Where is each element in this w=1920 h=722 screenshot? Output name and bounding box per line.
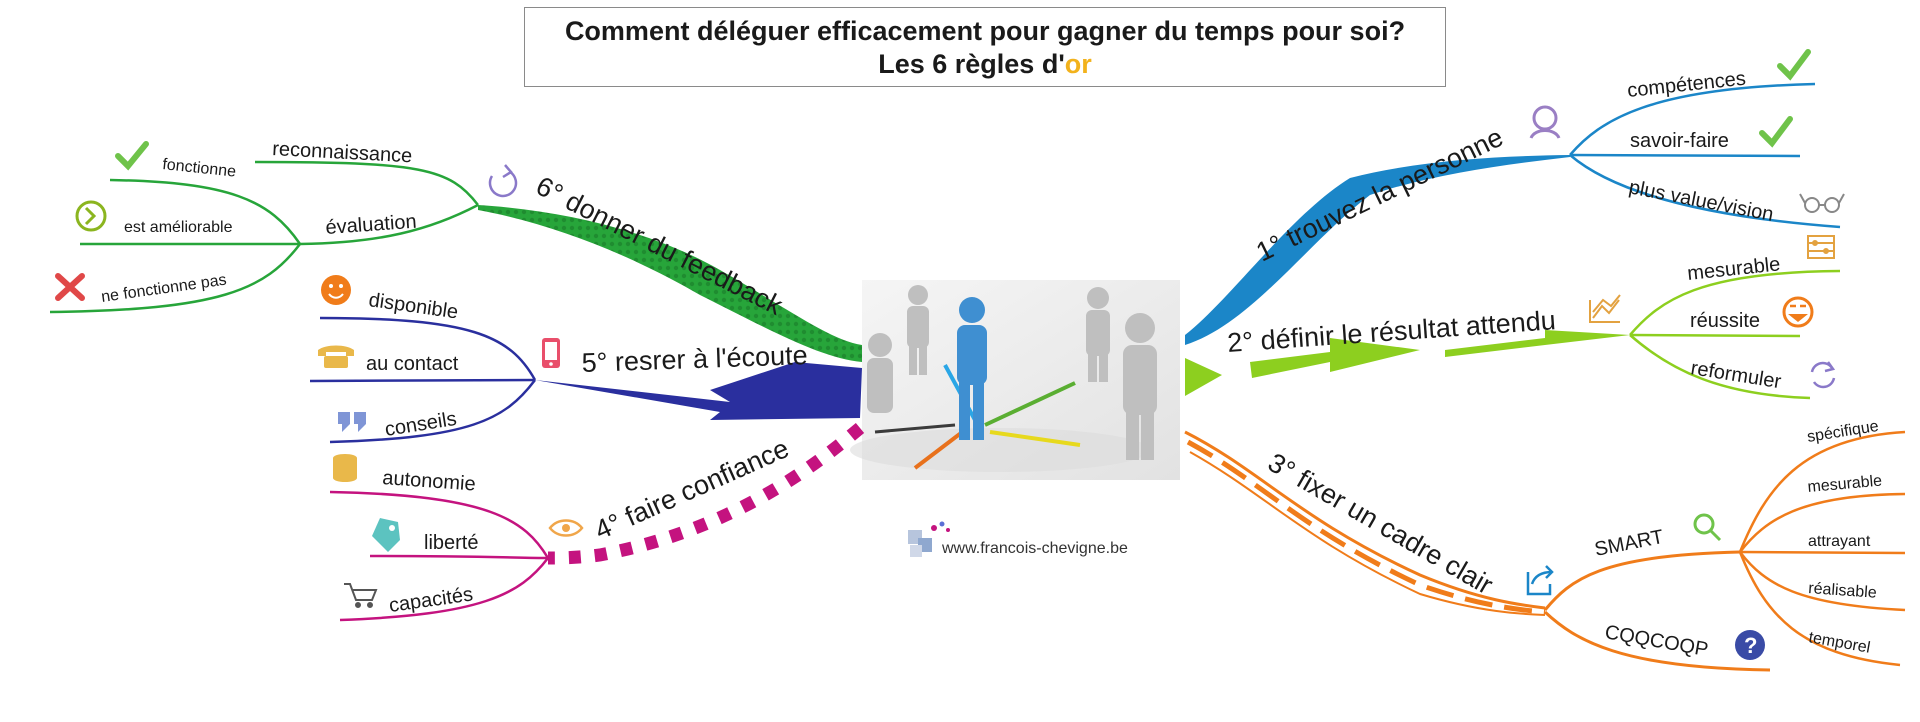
- branch-5-stroke: [535, 362, 862, 420]
- arrow-circle-icon: [75, 200, 107, 232]
- branch-1-child-3-label[interactable]: plus value/vision: [1627, 176, 1775, 226]
- svg-text:?: ?: [1744, 633, 1757, 658]
- branch-6-stroke: [478, 205, 862, 362]
- eye-icon: [548, 519, 584, 537]
- title-line-2: Les 6 règles d'or: [525, 48, 1445, 81]
- coins-icon: [333, 454, 357, 482]
- branch-5-child-2-line: [309, 378, 536, 383]
- blue-figure: [957, 297, 987, 440]
- grin-face-icon: [1782, 296, 1814, 328]
- branch-4-child-2-line: [369, 554, 549, 560]
- branch-3-line-c: [1189, 451, 1546, 616]
- branch-4: 4° faire confiance autonomie liberté cap…: [329, 423, 865, 622]
- branch-2-child-1-line: [1629, 269, 1841, 336]
- cart-icon: [344, 583, 378, 608]
- checkmark-icon: [115, 141, 149, 171]
- branch-2-child-2-label[interactable]: réussite: [1690, 310, 1760, 332]
- branch-6-label[interactable]: 6° donner du feedback: [531, 171, 787, 321]
- branch-1-child-2-line: [1569, 153, 1801, 158]
- smart-child-2-line: [1739, 492, 1906, 553]
- branch-1-child-1-line: [1569, 82, 1816, 156]
- checkmark-icon: [1759, 116, 1793, 148]
- smiley-icon: [321, 275, 351, 305]
- branch-1-stroke: [1185, 155, 1570, 345]
- branch-6-child-2-line: [299, 203, 479, 246]
- website-logo: [908, 521, 950, 557]
- title-line-2-prefix: Les 6 règles d': [878, 49, 1065, 79]
- smart-child-3-line: [1739, 550, 1906, 555]
- branch-4-child-1-label[interactable]: autonomie: [382, 467, 477, 495]
- green-arrow: [984, 381, 1076, 427]
- branch-3-line-a: [1184, 430, 1546, 610]
- branch-6-child-1-line: [254, 160, 479, 206]
- branch-3-child-1-label[interactable]: SMART: [1593, 526, 1666, 561]
- smart-child-5-line: [1738, 551, 1901, 667]
- magnifier-icon: [1693, 513, 1722, 542]
- branch-3-child-2-line: [1543, 610, 1771, 672]
- smart-child-1-label[interactable]: spécifique: [1806, 418, 1880, 446]
- branch-2-arrow-2: [1250, 338, 1420, 378]
- checkmark-icon: [1777, 49, 1811, 81]
- branch-5-child-3-line: [329, 379, 536, 444]
- grey-figures: [867, 285, 1157, 460]
- quote-icon: [338, 412, 366, 432]
- evaluation-child-2-label[interactable]: est améliorable: [124, 219, 233, 236]
- branch-3-line-b: [1186, 439, 1546, 615]
- orange-arrow: [913, 428, 967, 470]
- chart-icon: [1589, 294, 1621, 323]
- smart-child-4-label[interactable]: réalisable: [1808, 580, 1878, 602]
- evaluation-child-3-label[interactable]: ne fonctionne pas: [100, 272, 227, 306]
- mobile-phone-icon: [542, 338, 560, 368]
- tag-icon: [372, 518, 400, 552]
- yellow-arrow: [989, 430, 1081, 447]
- question-icon: ?: [1735, 630, 1765, 660]
- dark-arrow: [874, 423, 956, 434]
- smart-child-3-label[interactable]: attrayant: [1808, 533, 1871, 550]
- title-line-2-highlight: or: [1064, 49, 1092, 79]
- glasses-icon: [1799, 193, 1845, 213]
- branch-1-label[interactable]: 1° trouvez la personne: [1251, 122, 1507, 268]
- telephone-icon: [318, 345, 354, 368]
- website-url[interactable]: www.francois-chevigne.be: [941, 540, 1128, 557]
- cross-icon: [55, 273, 85, 301]
- branch-4-child-1-line: [329, 490, 550, 559]
- branch-1: 1° trouvez la personne compétences savoi…: [1185, 49, 1845, 345]
- branch-2-child-3-line: [1629, 334, 1811, 400]
- branch-1-child-3-line: [1569, 154, 1841, 229]
- branch-4-child-2-label[interactable]: liberté: [424, 532, 478, 554]
- refresh-icon: [1810, 361, 1836, 389]
- branch-5-child-2-label[interactable]: au contact: [366, 353, 459, 375]
- abacus-icon: [1807, 235, 1835, 259]
- share-box-icon: [1526, 565, 1554, 596]
- title-line-1: Comment déléguer efficacement pour gagne…: [564, 16, 1406, 46]
- branch-4-child-3-line: [339, 557, 549, 622]
- branch-2: 2° définir le résultat attendu mesurable…: [1185, 235, 1841, 400]
- branch-2-child-2-line: [1629, 333, 1801, 338]
- woman-avatar-icon: [1529, 105, 1561, 139]
- evaluation-child-1-line: [109, 178, 302, 245]
- smart-child-4-line: [1739, 551, 1906, 612]
- smart-child-2-label[interactable]: mesurable: [1807, 473, 1883, 496]
- evaluation-child-3-line: [49, 243, 301, 314]
- branch-3-child-2-label[interactable]: CQQCOQP: [1603, 621, 1710, 661]
- branch-6-child-2-label[interactable]: évaluation: [325, 211, 418, 239]
- branch-1-child-2-label[interactable]: savoir-faire: [1630, 130, 1729, 152]
- branch-3-child-1-line: [1543, 550, 1741, 611]
- branch-5-child-1-line: [319, 316, 537, 381]
- branch-4-stroke: [547, 423, 865, 565]
- title-box: Comment déléguer efficacement pour gagne…: [524, 7, 1446, 87]
- branch-2-arrow-3: [1445, 330, 1630, 357]
- branch-2-arrowhead-1: [1185, 358, 1222, 396]
- branch-3: 3° fixer un cadre clair SMART CQQCOQP ? …: [1184, 418, 1906, 672]
- cycle-icon: [488, 164, 518, 198]
- central-image: [850, 280, 1180, 480]
- smart-child-1-line: [1738, 430, 1906, 553]
- evaluation-child-1-label[interactable]: fonctionne: [162, 156, 237, 181]
